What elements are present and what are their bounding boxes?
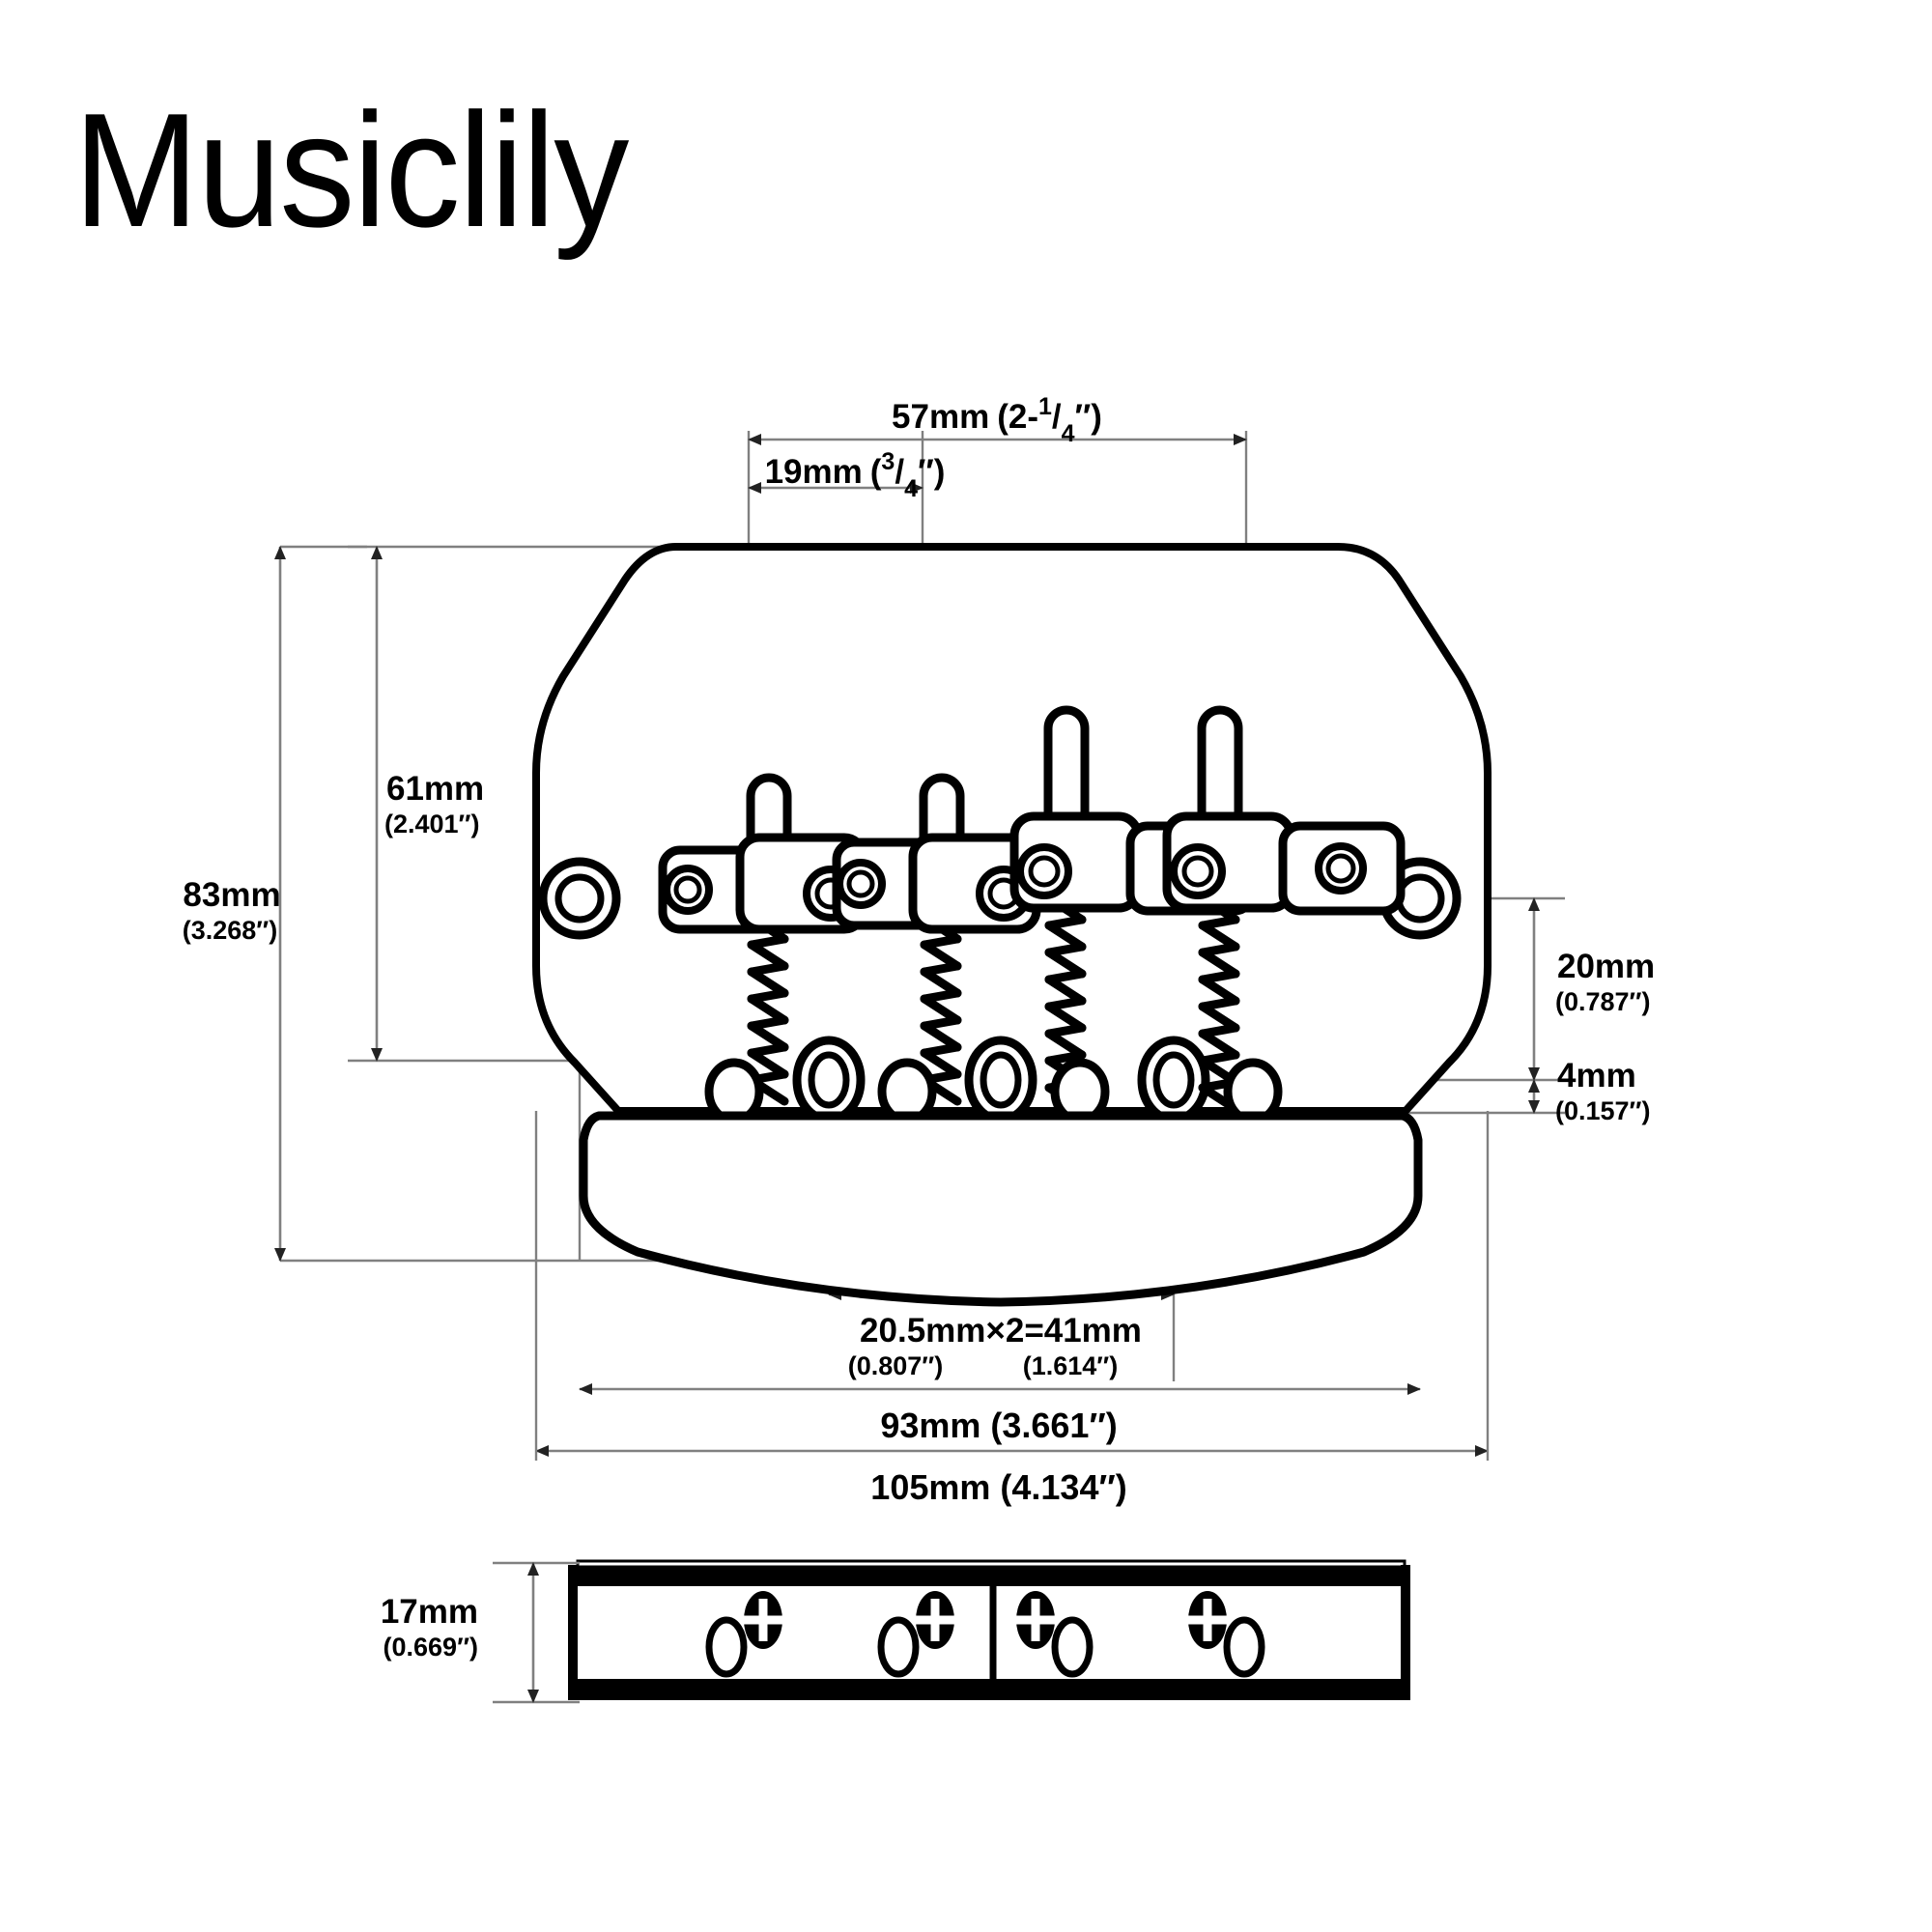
dim-19-metric: 19mm bbox=[765, 453, 863, 491]
side-hole-4 bbox=[1223, 1616, 1265, 1678]
dim-20-imperial: (0.787″) bbox=[1555, 987, 1650, 1016]
dim-83-metric: 83mm bbox=[183, 876, 280, 914]
side-view bbox=[568, 1559, 1410, 1700]
dim-4-metric: 4mm bbox=[1557, 1057, 1636, 1094]
saddle-assembly-4 bbox=[1162, 705, 1406, 1125]
dim-19-den: 4 bbox=[904, 475, 918, 502]
dim-41-metric: 20.5mm×2=41mm bbox=[860, 1312, 1142, 1350]
dimension-83mm: 83mm (3.268″) bbox=[183, 546, 286, 1262]
spring-1 bbox=[747, 913, 789, 1106]
dimension-57mm: 57mm(2-1/4″) bbox=[748, 393, 1247, 447]
side-hole-1 bbox=[705, 1616, 748, 1678]
side-screw-2 bbox=[916, 1591, 954, 1649]
saddle-assembly-3 bbox=[1009, 705, 1257, 1125]
dimension-61mm: 61mm (2.401″) bbox=[371, 546, 484, 1062]
side-top-flange-inner bbox=[576, 1559, 1406, 1569]
dim-20-metric: 20mm bbox=[1557, 948, 1655, 985]
brand-logo: Musiclily bbox=[73, 79, 629, 261]
dim-57-close: ″) bbox=[1075, 398, 1102, 436]
dim-19-num: 3 bbox=[881, 448, 895, 475]
side-hole-2 bbox=[877, 1616, 920, 1678]
svg-text:19mm(3/4″): 19mm(3/4″) bbox=[765, 448, 946, 502]
side-screw-4 bbox=[1188, 1591, 1227, 1649]
dimension-20mm: 20mm (0.787″) bbox=[1528, 897, 1655, 1081]
side-right-cap bbox=[1401, 1565, 1410, 1700]
dim-83-imperial: (3.268″) bbox=[183, 916, 277, 945]
dimension-41mm: 20.5mm×2=41mm (0.807″) (1.614″) bbox=[828, 1289, 1175, 1380]
dimension-19mm: 19mm(3/4″) bbox=[748, 448, 946, 502]
dim-19-close: ″) bbox=[918, 453, 945, 491]
side-screw-1 bbox=[744, 1591, 782, 1649]
dim-4-imperial: (0.157″) bbox=[1555, 1096, 1650, 1125]
side-web bbox=[568, 1586, 1410, 1679]
dim-57-num: 1 bbox=[1038, 393, 1052, 420]
dimension-105mm: 105mm (4.134″) bbox=[534, 1111, 1490, 1507]
dim-61-metric: 61mm bbox=[386, 770, 484, 808]
svg-text:57mm(2-1/4″): 57mm(2-1/4″) bbox=[892, 393, 1102, 447]
dim-41-imperial-total: (1.614″) bbox=[1023, 1351, 1118, 1380]
dim-61-imperial: (2.401″) bbox=[384, 810, 479, 838]
dim-17-imperial: (0.669″) bbox=[384, 1633, 478, 1662]
side-left-cap bbox=[568, 1565, 578, 1700]
dim-19-open: ( bbox=[870, 453, 882, 491]
saddle-assembly-2 bbox=[832, 773, 1041, 1125]
string-ferrule-2 bbox=[964, 1036, 1037, 1124]
side-screw-3 bbox=[1016, 1591, 1055, 1649]
string-ferrule-1 bbox=[792, 1036, 866, 1124]
tailpiece-lip bbox=[579, 1111, 1423, 1307]
dim-19-slash: / bbox=[895, 453, 904, 491]
saddle-assemblies bbox=[658, 705, 1406, 1125]
dim-93-label: 93mm (3.661″) bbox=[880, 1406, 1117, 1445]
dim-105-label: 105mm (4.134″) bbox=[870, 1467, 1126, 1507]
dimension-17mm: 17mm (0.669″) bbox=[381, 1561, 580, 1704]
dim-57-den: 4 bbox=[1062, 420, 1075, 447]
dim-17-metric: 17mm bbox=[381, 1593, 478, 1631]
side-hole-3 bbox=[1051, 1616, 1094, 1678]
dim-57-slash: / bbox=[1052, 398, 1062, 436]
side-top-flange bbox=[568, 1565, 1410, 1586]
dim-57-open: (2- bbox=[997, 398, 1038, 436]
side-bottom-flange bbox=[568, 1679, 1410, 1700]
dim-41-imperial-single: (0.807″) bbox=[848, 1351, 943, 1380]
string-ferrule-3 bbox=[1137, 1036, 1210, 1124]
dimension-93mm: 93mm (3.661″) bbox=[579, 1383, 1421, 1445]
mounting-hole-left bbox=[538, 857, 621, 940]
dim-57-metric: 57mm bbox=[892, 398, 989, 436]
dimension-4mm: 4mm (0.157″) bbox=[1528, 1057, 1650, 1125]
